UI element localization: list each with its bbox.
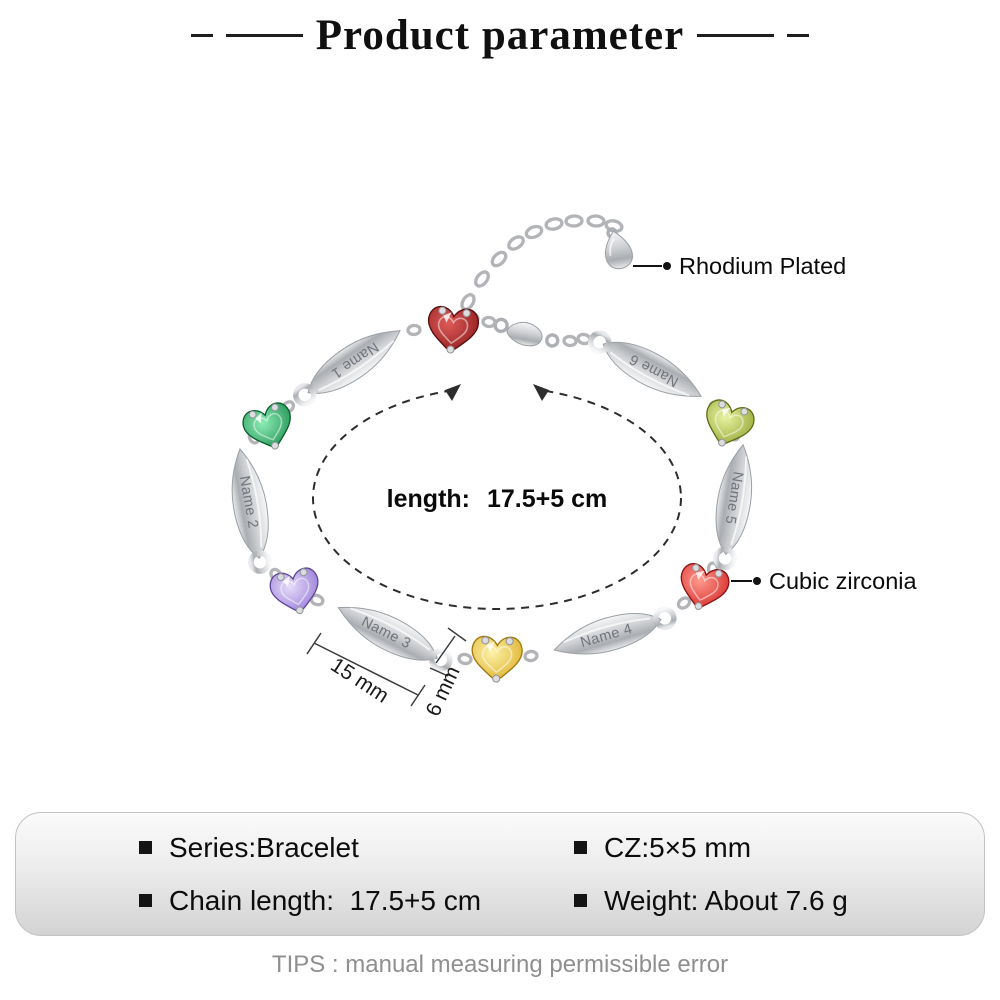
gem-heart-peridot (697, 396, 758, 454)
callout-dot-icon (663, 262, 671, 270)
bullet-square-icon (574, 894, 587, 907)
gem-heart-amethyst (267, 565, 325, 619)
spec-chain-length: Chain length: 17.5+5 cm (139, 885, 574, 917)
length-value: 17.5+5 cm (487, 485, 607, 513)
rhodium-callout: Rhodium Plated (633, 253, 846, 279)
title-decor-left-inner (225, 34, 303, 38)
gem-heart-citrine (470, 635, 524, 683)
page-title: Product parameter (315, 12, 685, 59)
gem-width-label: 6 mm (422, 663, 465, 720)
header: Product parameter (0, 12, 1000, 59)
length-label: length: (387, 485, 470, 513)
gem-heart-garnet (424, 304, 481, 356)
extension-chain (460, 214, 624, 311)
tips-note: TIPS : manual measuring permissible erro… (271, 951, 729, 978)
rhodium-label: Rhodium Plated (679, 253, 846, 279)
bracelet-link-6: Name 6 (587, 329, 710, 412)
bracelet-link-5: Name 5 (708, 441, 760, 571)
spec-weight-label: Weight: About 7.6 g (604, 884, 848, 916)
bracelet-link-1: Name 1 (292, 316, 410, 407)
arrow-right-icon (533, 384, 549, 401)
spec-cz-label: CZ:5×5 mm (604, 831, 752, 863)
gem-heart-emerald (239, 399, 300, 457)
bracelet-link-4: Name 4 (549, 603, 677, 667)
arrow-left-icon (445, 384, 461, 401)
spec-cz: CZ:5×5 mm (574, 832, 964, 864)
spec-series: Series:Bracelet (139, 832, 574, 864)
title-decor-right-inner (697, 34, 775, 38)
extension-tag (604, 230, 633, 270)
gem-heart-ruby (673, 560, 733, 616)
bullet-square-icon (574, 841, 587, 854)
callout-dot-icon (753, 577, 761, 585)
spec-weight: Weight: About 7.6 g (574, 885, 964, 917)
bullet-square-icon (139, 894, 152, 907)
spec-chain-length-label: Chain length: 17.5+5 cm (169, 884, 482, 916)
zirconia-label: Cubic zirconia (769, 568, 918, 594)
link-width-label: 15 mm (326, 653, 392, 707)
title-decor-left-outer (190, 34, 213, 38)
length-indicator: length: 17.5+5 cm (312, 376, 682, 610)
title-decor-right-outer (787, 34, 810, 38)
lobster-clasp (493, 317, 560, 348)
bullet-square-icon (139, 841, 152, 854)
zirconia-callout: Cubic zirconia (731, 568, 918, 594)
spec-series-label: Series:Bracelet (169, 831, 359, 863)
bracelet-link-2: Name 2 (223, 445, 276, 574)
spec-bar: Series:Bracelet CZ:5×5 mm Chain length: … (15, 812, 985, 936)
